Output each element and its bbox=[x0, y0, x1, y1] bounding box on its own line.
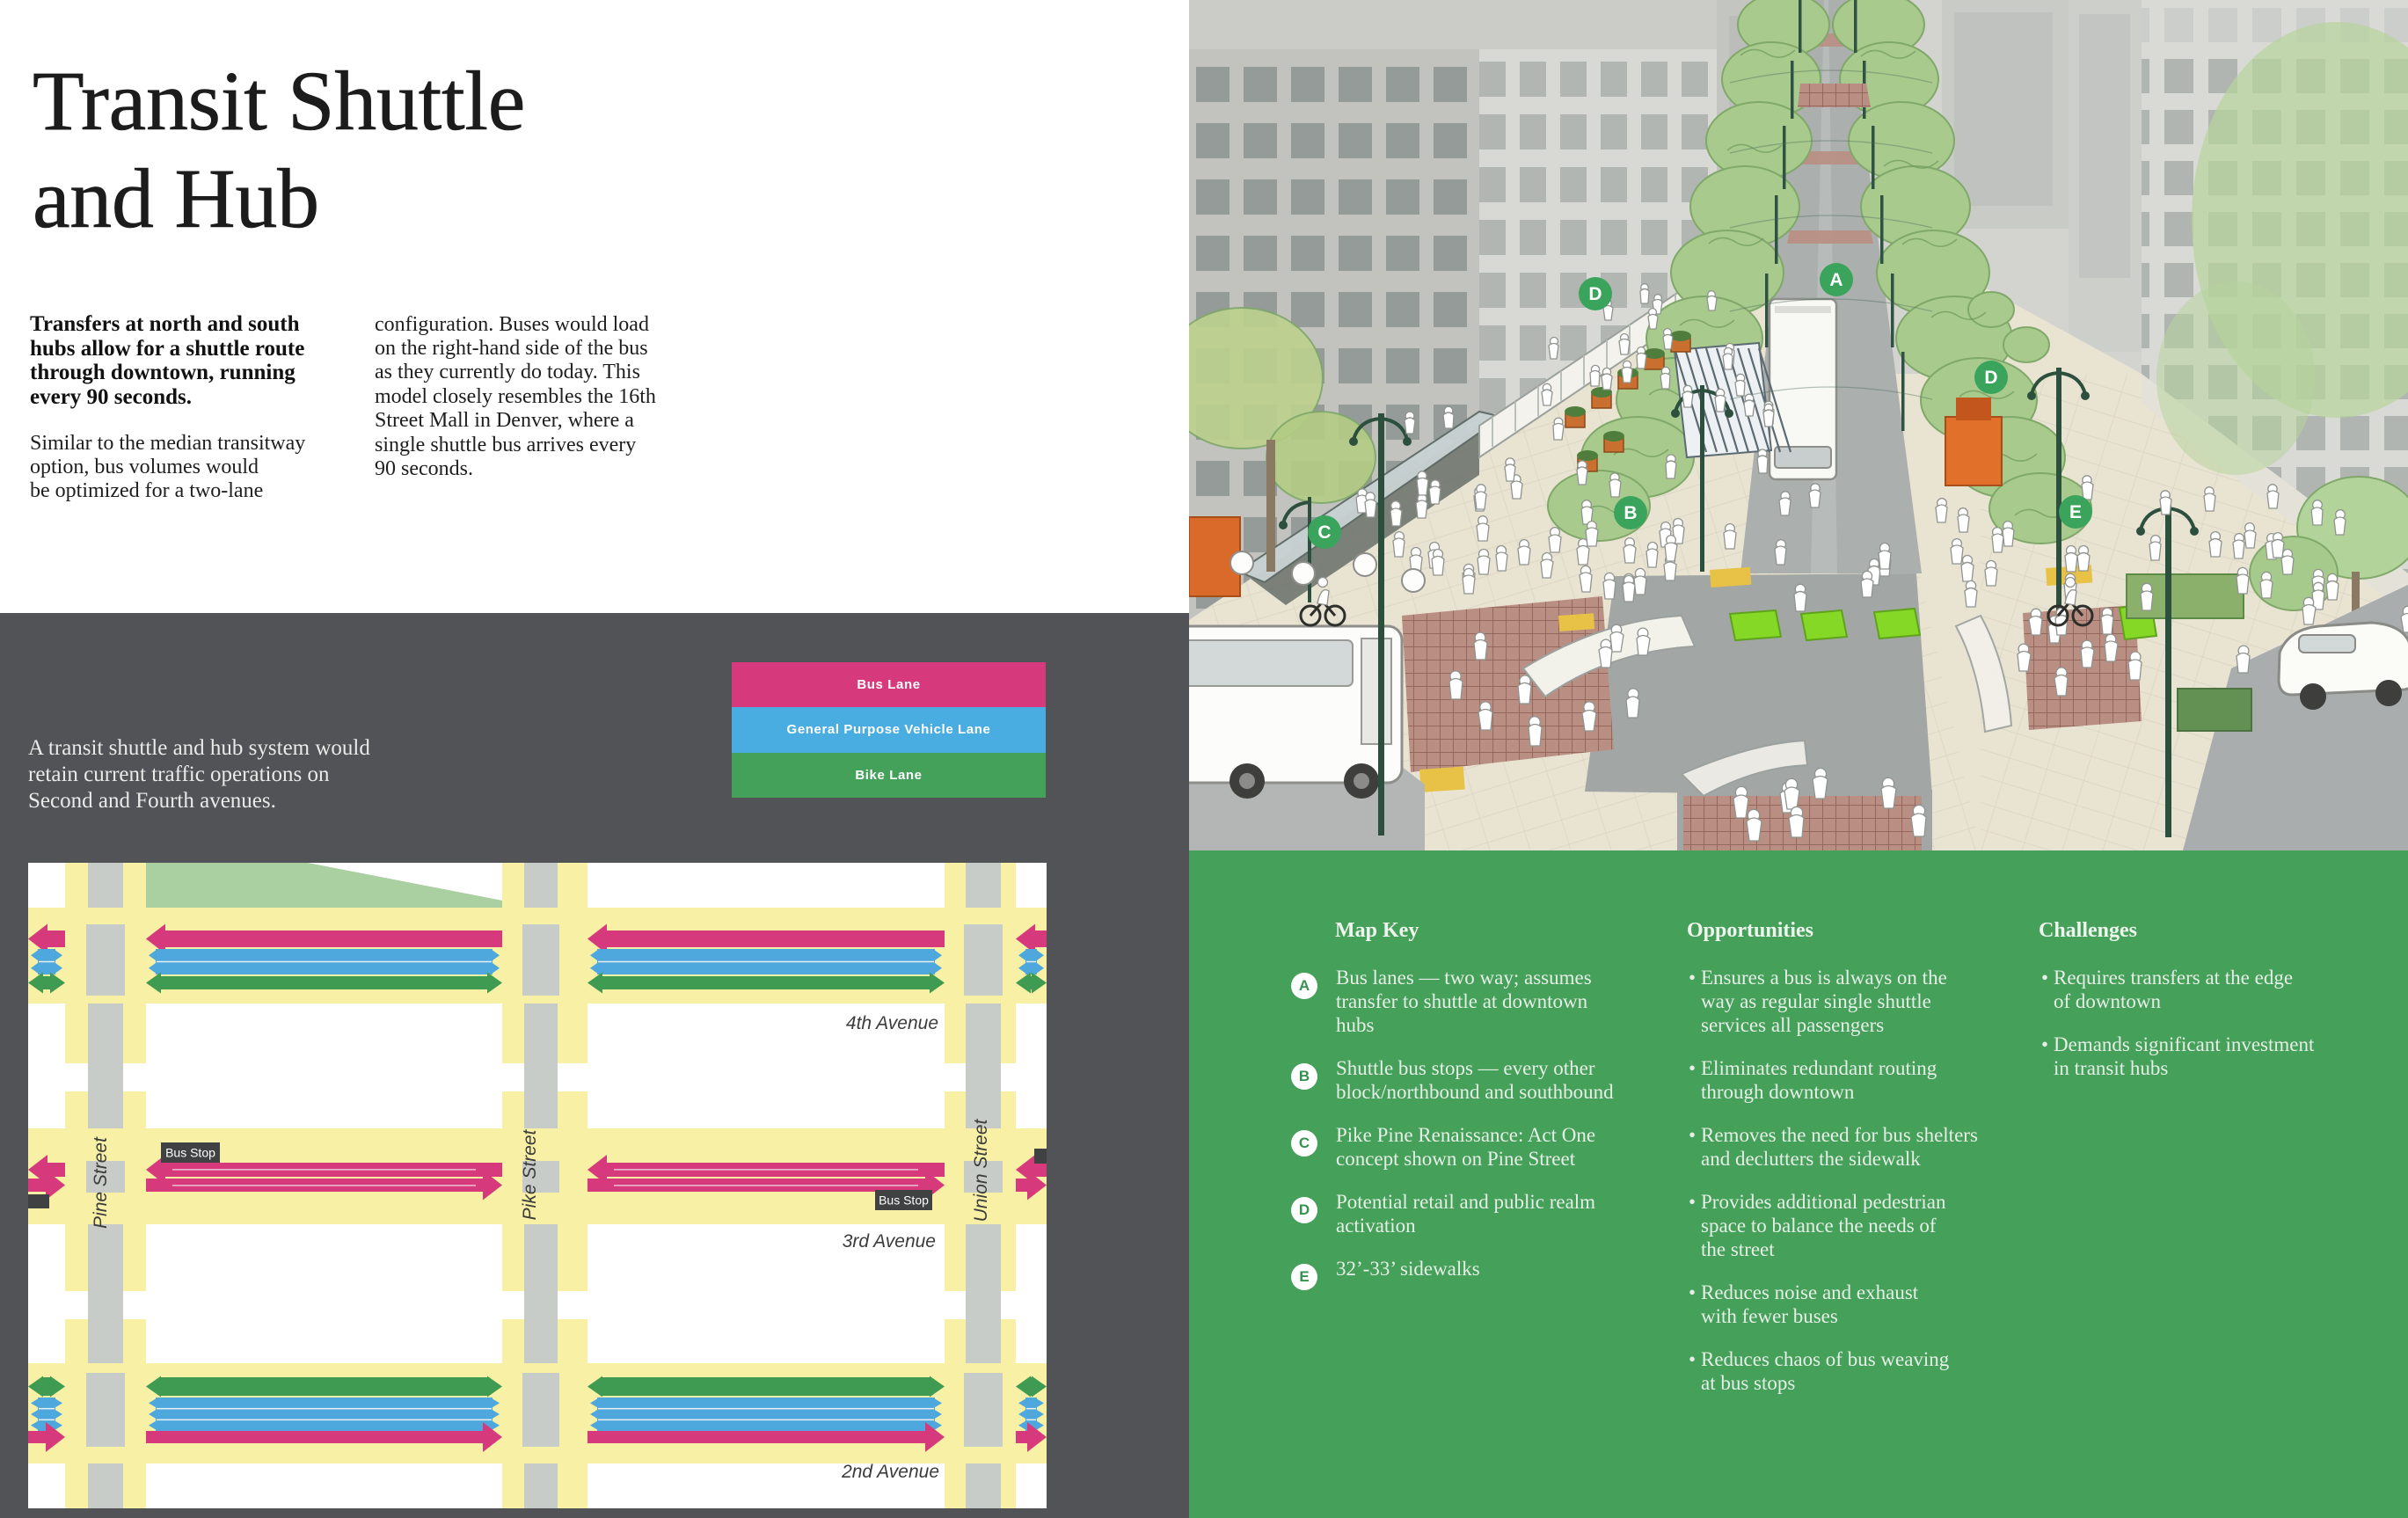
svg-text:B: B bbox=[1624, 503, 1637, 523]
svg-text:2nd Avenue: 2nd Avenue bbox=[841, 1462, 939, 1482]
svg-text:Union Street: Union Street bbox=[971, 1118, 991, 1222]
svg-text:Pine Street: Pine Street bbox=[91, 1136, 111, 1229]
svg-text:C: C bbox=[1317, 522, 1331, 543]
svg-text:Bus Stop: Bus Stop bbox=[879, 1193, 929, 1208]
svg-text:Bus Stop: Bus Stop bbox=[165, 1146, 215, 1160]
svg-text:Pike Street: Pike Street bbox=[520, 1128, 540, 1220]
svg-text:3rd Avenue: 3rd Avenue bbox=[843, 1231, 936, 1252]
svg-text:D: D bbox=[1588, 284, 1602, 304]
svg-text:D: D bbox=[1984, 368, 1997, 388]
svg-text:4th Avenue: 4th Avenue bbox=[846, 1013, 938, 1033]
svg-text:A: A bbox=[1829, 270, 1842, 290]
svg-text:E: E bbox=[2069, 502, 2082, 522]
